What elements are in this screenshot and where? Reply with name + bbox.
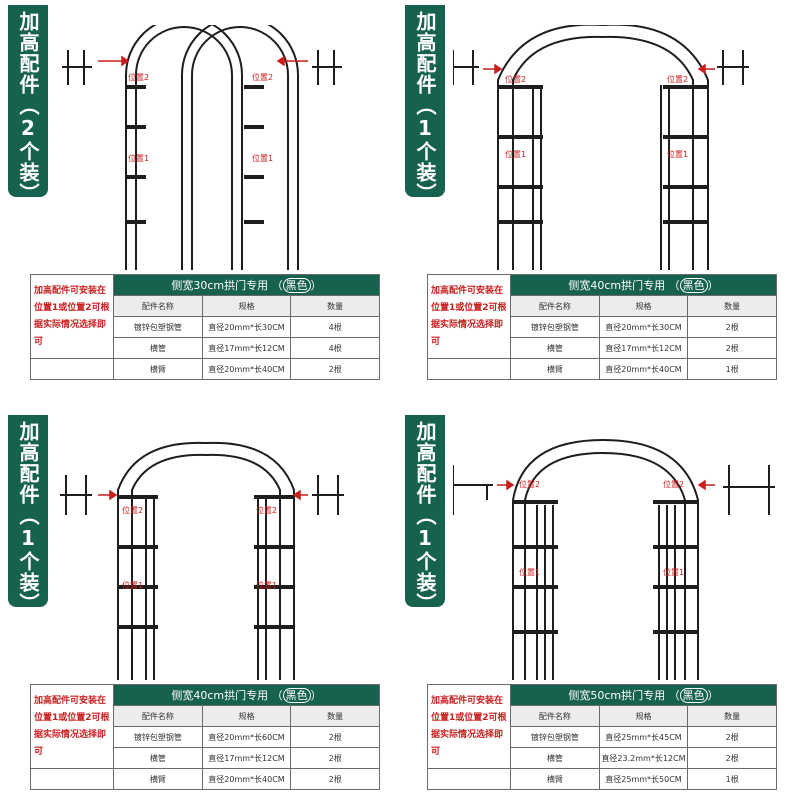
side-arm-icon [60,475,344,515]
arrow-icon [98,55,308,67]
table-row: 镀锌包塑钢管 直径20mm*长60CM 2根 [31,726,380,748]
table-row: 横臂 直径20mm*长40CM 2根 [30,768,380,790]
svg-text:位置2: 位置2 [128,72,149,82]
badge: 加高配件（2个装） [8,5,48,204]
spec-table: 加高配件可安装在位置1或位置2可根据实际情况选择即可 侧宽30cm拱门专用 （黑… [30,274,380,380]
spec-table: 加高配件可安装在位置1或位置2可根据实际情况选择即可 侧宽40cm拱门专用 （黑… [30,684,380,790]
svg-text:位置2: 位置2 [256,505,277,515]
table-row: 横臂 直径25mm*长50CM 1根 [427,768,777,790]
svg-text:位置1: 位置1 [122,580,143,590]
panel-50cm-arch: 加高配件（1个装） 位置2 位置2 位置1 位置1 加高配件可安装在位置1或位置 [405,415,785,800]
svg-text:位置2: 位置2 [122,505,143,515]
table-row: 横臂 直径20mm*长40CM 1根 [427,358,777,380]
arch-frame-icon: 位置2 位置2 位置1 位置1 [62,25,342,270]
svg-text:位置2: 位置2 [505,74,526,84]
badge: 加高配件（1个装） [405,415,445,614]
install-note: 加高配件可安装在位置1或位置2可根据实际情况选择即可 [30,274,114,359]
table-row: 镀锌包塑钢管 直径20mm*长30CM 4根 [31,316,380,338]
side-arm-icon [62,50,342,85]
table-title: 侧宽40cm拱门专用 （黑色） [113,684,380,706]
svg-text:位置2: 位置2 [663,479,684,489]
arch-frame-icon: 位置2 位置2 位置1 位置1 [60,441,344,680]
svg-text:位置1: 位置1 [663,567,684,577]
table-row: 横管 直径17mm*长12CM 2根 [428,337,777,359]
table-title: 侧宽50cm拱门专用 （黑色） [510,684,777,706]
table-title: 侧宽40cm拱门专用 （黑色） [510,274,777,296]
spec-table: 加高配件可安装在位置1或位置2可根据实际情况选择即可 侧宽50cm拱门专用 （黑… [427,684,777,790]
table-row: 镀锌包塑钢管 直径20mm*长30CM 2根 [428,316,777,338]
panel-40cm-arch-a: 加高配件（1个装） 位置2 位置2 位置1 位置1 加高配件可安装在位置1或位置… [405,5,785,390]
arch-frame-icon: 位置2 位置2 位置1 位置1 [453,438,775,680]
side-arm-icon [453,50,749,85]
table-row: 横管 直径23.2mm*长12CM 2根 [428,747,777,769]
svg-text:位置1: 位置1 [519,567,540,577]
badge: 加高配件（1个装） [405,5,445,204]
install-note: 加高配件可安装在位置1或位置2可根据实际情况选择即可 [427,684,511,769]
svg-text:位置1: 位置1 [252,153,273,163]
svg-text:位置1: 位置1 [667,149,688,159]
table-row: 镀锌包塑钢管 直径25mm*长45CM 2根 [428,726,777,748]
install-note: 加高配件可安装在位置1或位置2可根据实际情况选择即可 [30,684,114,769]
badge: 加高配件（1个装） [8,415,48,614]
panel-40cm-arch-b: 加高配件（1个装） 位置2 位置2 位置1 位置1 加高配件可安装在位置1或位置… [8,415,388,800]
svg-text:位置1: 位置1 [505,149,526,159]
install-note: 加高配件可安装在位置1或位置2可根据实际情况选择即可 [427,274,511,359]
arch-frame-icon: 位置2 位置2 位置1 位置1 [453,25,749,270]
table-title: 侧宽30cm拱门专用 （黑色） [113,274,380,296]
arrow-icon [98,489,308,501]
svg-text:位置2: 位置2 [667,74,688,84]
panel-30cm-arch: 加高配件（2个装） 位置2 位置2 位置1 位置1 加高配件可安装在位置1或位置 [8,5,388,390]
svg-text:位置2: 位置2 [252,72,273,82]
table-row: 横臂 直径20mm*长40CM 2根 [30,358,380,380]
side-arm-icon [453,465,775,515]
spec-table: 加高配件可安装在位置1或位置2可根据实际情况选择即可 侧宽40cm拱门专用 （黑… [427,274,777,380]
svg-text:位置1: 位置1 [256,580,277,590]
svg-text:位置1: 位置1 [128,153,149,163]
arrow-icon [483,63,715,75]
arrow-icon [497,479,715,491]
svg-text:位置2: 位置2 [519,479,540,489]
